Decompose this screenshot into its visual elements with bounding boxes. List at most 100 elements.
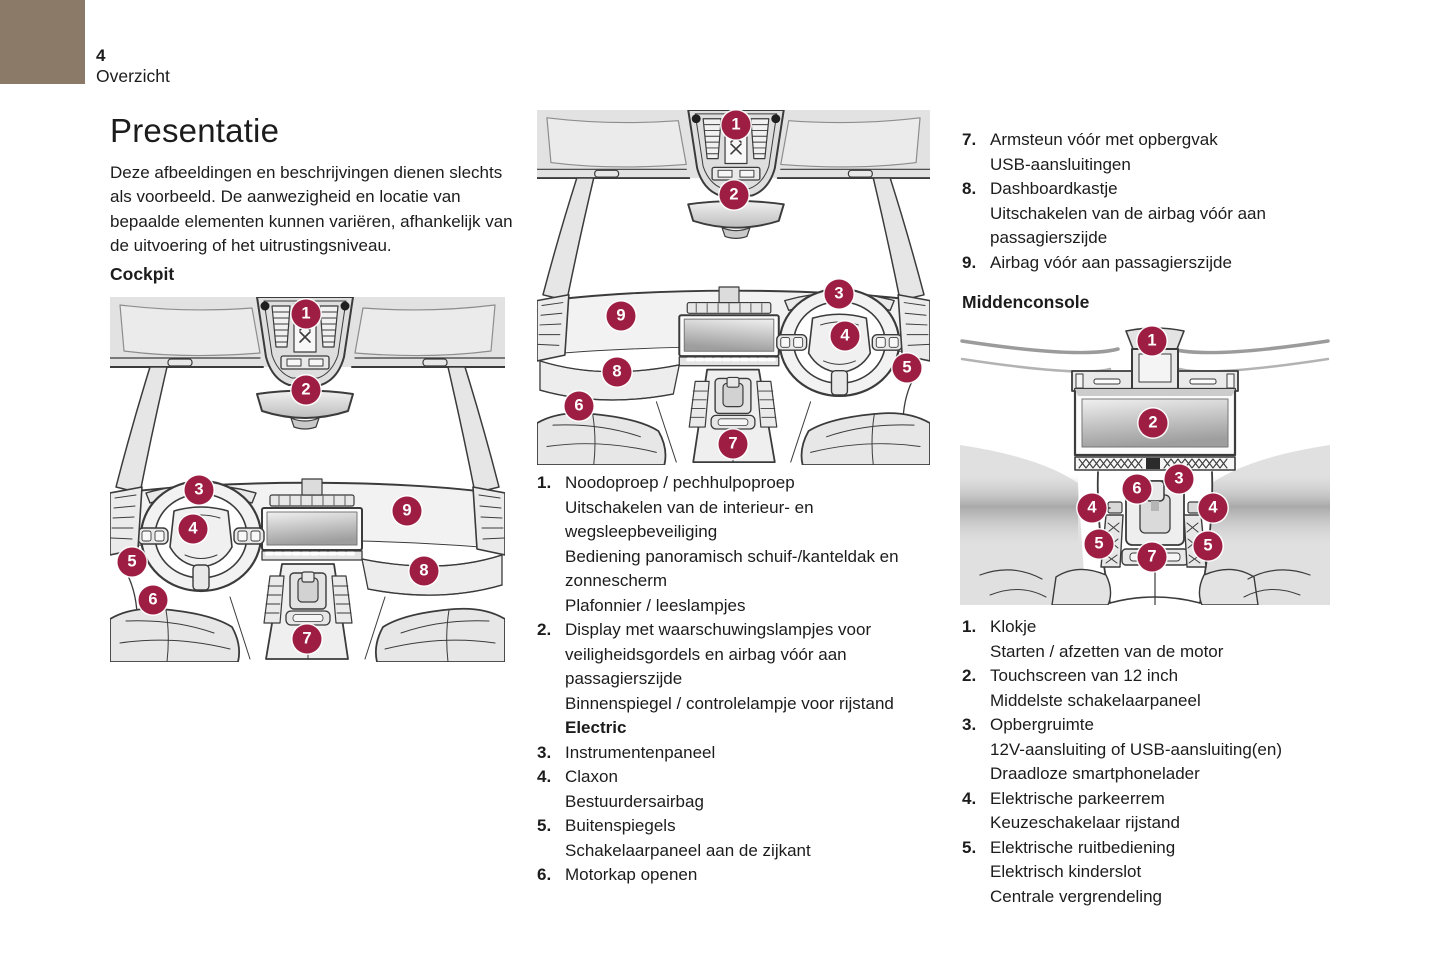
legend-item-number: 8. [962, 179, 977, 198]
legend-item-number: 4. [537, 767, 552, 786]
callout-badge: 1 [291, 299, 321, 329]
page-title: Presentatie [110, 112, 280, 149]
legend-item-number: 2. [962, 666, 977, 685]
legend-item-line: Display met waarschuwingslampjes voor ve… [565, 620, 872, 688]
callout-badge: 3 [1164, 464, 1194, 494]
legend-item: 6. Motorkap openen [537, 863, 937, 888]
legend-item-number: 5. [962, 837, 977, 857]
legend-item-line: Elektrische ruitbediening [990, 837, 1176, 857]
legend-item-number: 1. [962, 617, 977, 636]
legend-item-line: Uitschakelen van de airbag vóór aan pass… [990, 203, 1266, 248]
legend-item-line: Noodoproep / pechhulpoproep [565, 473, 795, 492]
legend-item: 2. Display met waarschuwingslampjes voor … [537, 618, 937, 741]
legend-item-line: 12V-aansluiting of USB-aansluiting(en) [990, 739, 1283, 759]
callout-badge: 6 [564, 391, 594, 421]
callout-badge: 5 [1193, 531, 1223, 561]
legend-item-number: 3. [537, 742, 552, 762]
callout-badge: 9 [606, 301, 636, 331]
callout-badge: 3 [824, 279, 854, 309]
legend-item-line: Motorkap openen [565, 865, 698, 884]
callout-badge: 2 [719, 180, 749, 210]
cockpit-line-art-mirrored [537, 110, 930, 465]
callout-badge: 5 [892, 353, 922, 383]
legend-item-line: Centrale vergrendeling [990, 886, 1162, 906]
legend-item-line: Middelste schakelaarpaneel [990, 690, 1201, 710]
callout-badge: 6 [1122, 474, 1152, 504]
legend-item-line: Binnenspiegel / controlelampje voor rijs… [565, 693, 894, 713]
legend-item-line: Opbergruimte [990, 715, 1094, 734]
legend-item-line: Keuzeschakelaar rijstand [990, 813, 1180, 832]
legend-item-line: USB-aansluitingen [990, 154, 1131, 174]
callout-badge: 2 [291, 375, 321, 405]
callout-badge: 7 [292, 624, 322, 654]
callout-badge: 1 [721, 110, 751, 140]
legend-item-number: 1. [537, 473, 552, 492]
legend-item: 3. Instrumentenpaneel [537, 741, 937, 766]
callout-badge: 5 [1084, 529, 1114, 559]
legend-item-line: Bediening panoramisch schuif-/kanteldak … [565, 546, 899, 591]
intro-paragraph: Deze afbeeldingen en beschrijvingen dien… [110, 163, 513, 256]
callout-badge: 7 [1137, 542, 1167, 572]
legend-item-line: Elektrische parkeerrem [990, 788, 1165, 808]
cockpit-heading: Cockpit [110, 264, 175, 284]
legend-item: 3. Opbergruimte 12V-aansluiting of USB-aan… [962, 713, 1386, 787]
legend-item-number: 7. [962, 130, 977, 149]
cockpit-diagram-middle: 1 2 3 4 5 6 7 8 9 [537, 110, 930, 465]
callout-badge: 9 [392, 496, 422, 526]
legend-item-line: Starten / afzetten van de motor [990, 641, 1224, 661]
callout-badge: 4 [178, 514, 208, 544]
corner-color-block [0, 0, 85, 84]
legend-item-line: Klokje [990, 617, 1037, 636]
callout-badge: 4 [830, 321, 860, 351]
legend-item-line: Buitenspiegels [565, 816, 676, 835]
legend-item-line: Draadloze smartphonelader [990, 764, 1200, 783]
callout-badge: 6 [138, 585, 168, 615]
callout-badge: 8 [602, 357, 632, 387]
legend-item-line: Electric [565, 718, 627, 737]
legend-item-number: 3. [962, 715, 977, 734]
middenconsole-heading: Middenconsole [962, 292, 1090, 312]
callout-badge: 2 [1138, 408, 1168, 438]
callout-badge: 5 [117, 547, 147, 577]
callout-badge: 8 [409, 556, 439, 586]
legend-item-line: Touchscreen van 12 inch [990, 666, 1179, 685]
callout-badge: 1 [1137, 326, 1167, 356]
callout-badge: 7 [718, 429, 748, 459]
cockpit-line-art [110, 297, 505, 662]
legend-item-line: Claxon [565, 767, 618, 786]
legend-item-line: Dashboardkastje [990, 179, 1118, 198]
cockpit-diagram-left: 1 2 3 4 5 6 7 8 9 [110, 297, 505, 662]
legend-item-line: Instrumentenpaneel [565, 742, 716, 762]
legend-item-line: Plafonnier / leeslampjes [565, 595, 746, 615]
callout-badge: 4 [1077, 493, 1107, 523]
legend-item-number: 2. [537, 620, 552, 639]
legend-item-line: Airbag vóór aan passagierszijde [990, 252, 1232, 272]
legend-item-line: Armsteun vóór met opbergvak [990, 130, 1218, 149]
legend-item-line: Uitschakelen van de interieur- en wegsle… [565, 497, 814, 542]
callout-badge: 3 [184, 475, 214, 505]
legend-item-line: Bestuurdersairbag [565, 791, 704, 811]
legend-item-line: Elektrisch kinderslot [990, 862, 1142, 881]
section-label: Overzicht [96, 66, 170, 86]
legend-item-number: 6. [537, 865, 552, 884]
page-number: 4 [96, 46, 106, 65]
legend-item: 9. Airbag vóór aan passagierszijde [962, 251, 1386, 276]
legend-item-line: Schakelaarpaneel aan de zijkant [565, 840, 811, 860]
legend-item-number: 9. [962, 252, 977, 272]
legend-item-number: 5. [537, 816, 552, 835]
callout-badge: 4 [1198, 493, 1228, 523]
